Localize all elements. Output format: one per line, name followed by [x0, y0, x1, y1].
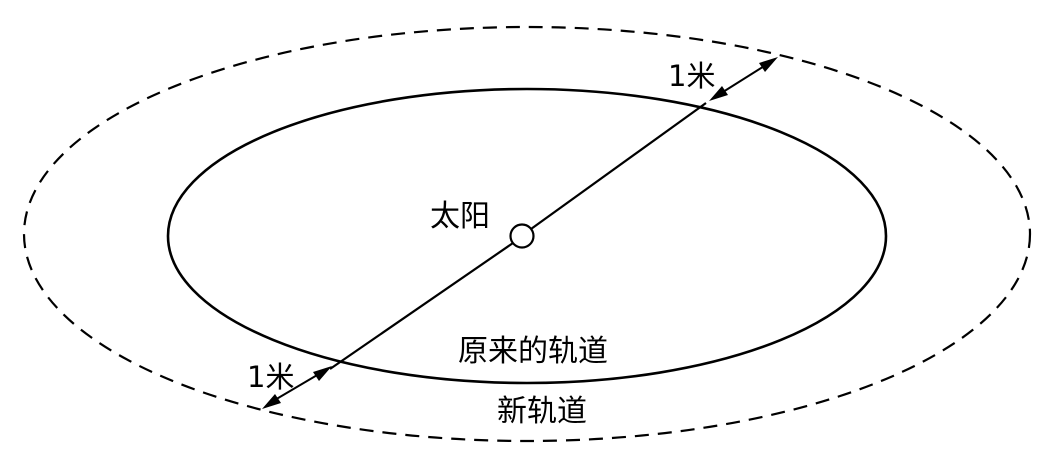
gap-arrowhead-top-inner	[709, 86, 728, 101]
gap-arrowhead-bottom-outer	[262, 394, 281, 409]
gap-arrowhead-bottom-inner	[313, 366, 332, 381]
new-orbit-ellipse	[22, 25, 1032, 443]
sun-circle	[509, 223, 535, 249]
gap-label-top: 1米	[668, 59, 715, 93]
gap-arrowhead-top-outer	[759, 57, 778, 72]
sun-label: 太阳	[430, 199, 490, 234]
original-orbit-label: 原来的轨道	[458, 334, 608, 369]
gap-label-bottom: 1米	[247, 360, 294, 394]
radius-line-lower	[329, 242, 514, 370]
new-orbit-label: 新轨道	[497, 394, 587, 429]
original-orbit-ellipse	[166, 87, 888, 385]
radius-line-upper	[530, 102, 707, 230]
